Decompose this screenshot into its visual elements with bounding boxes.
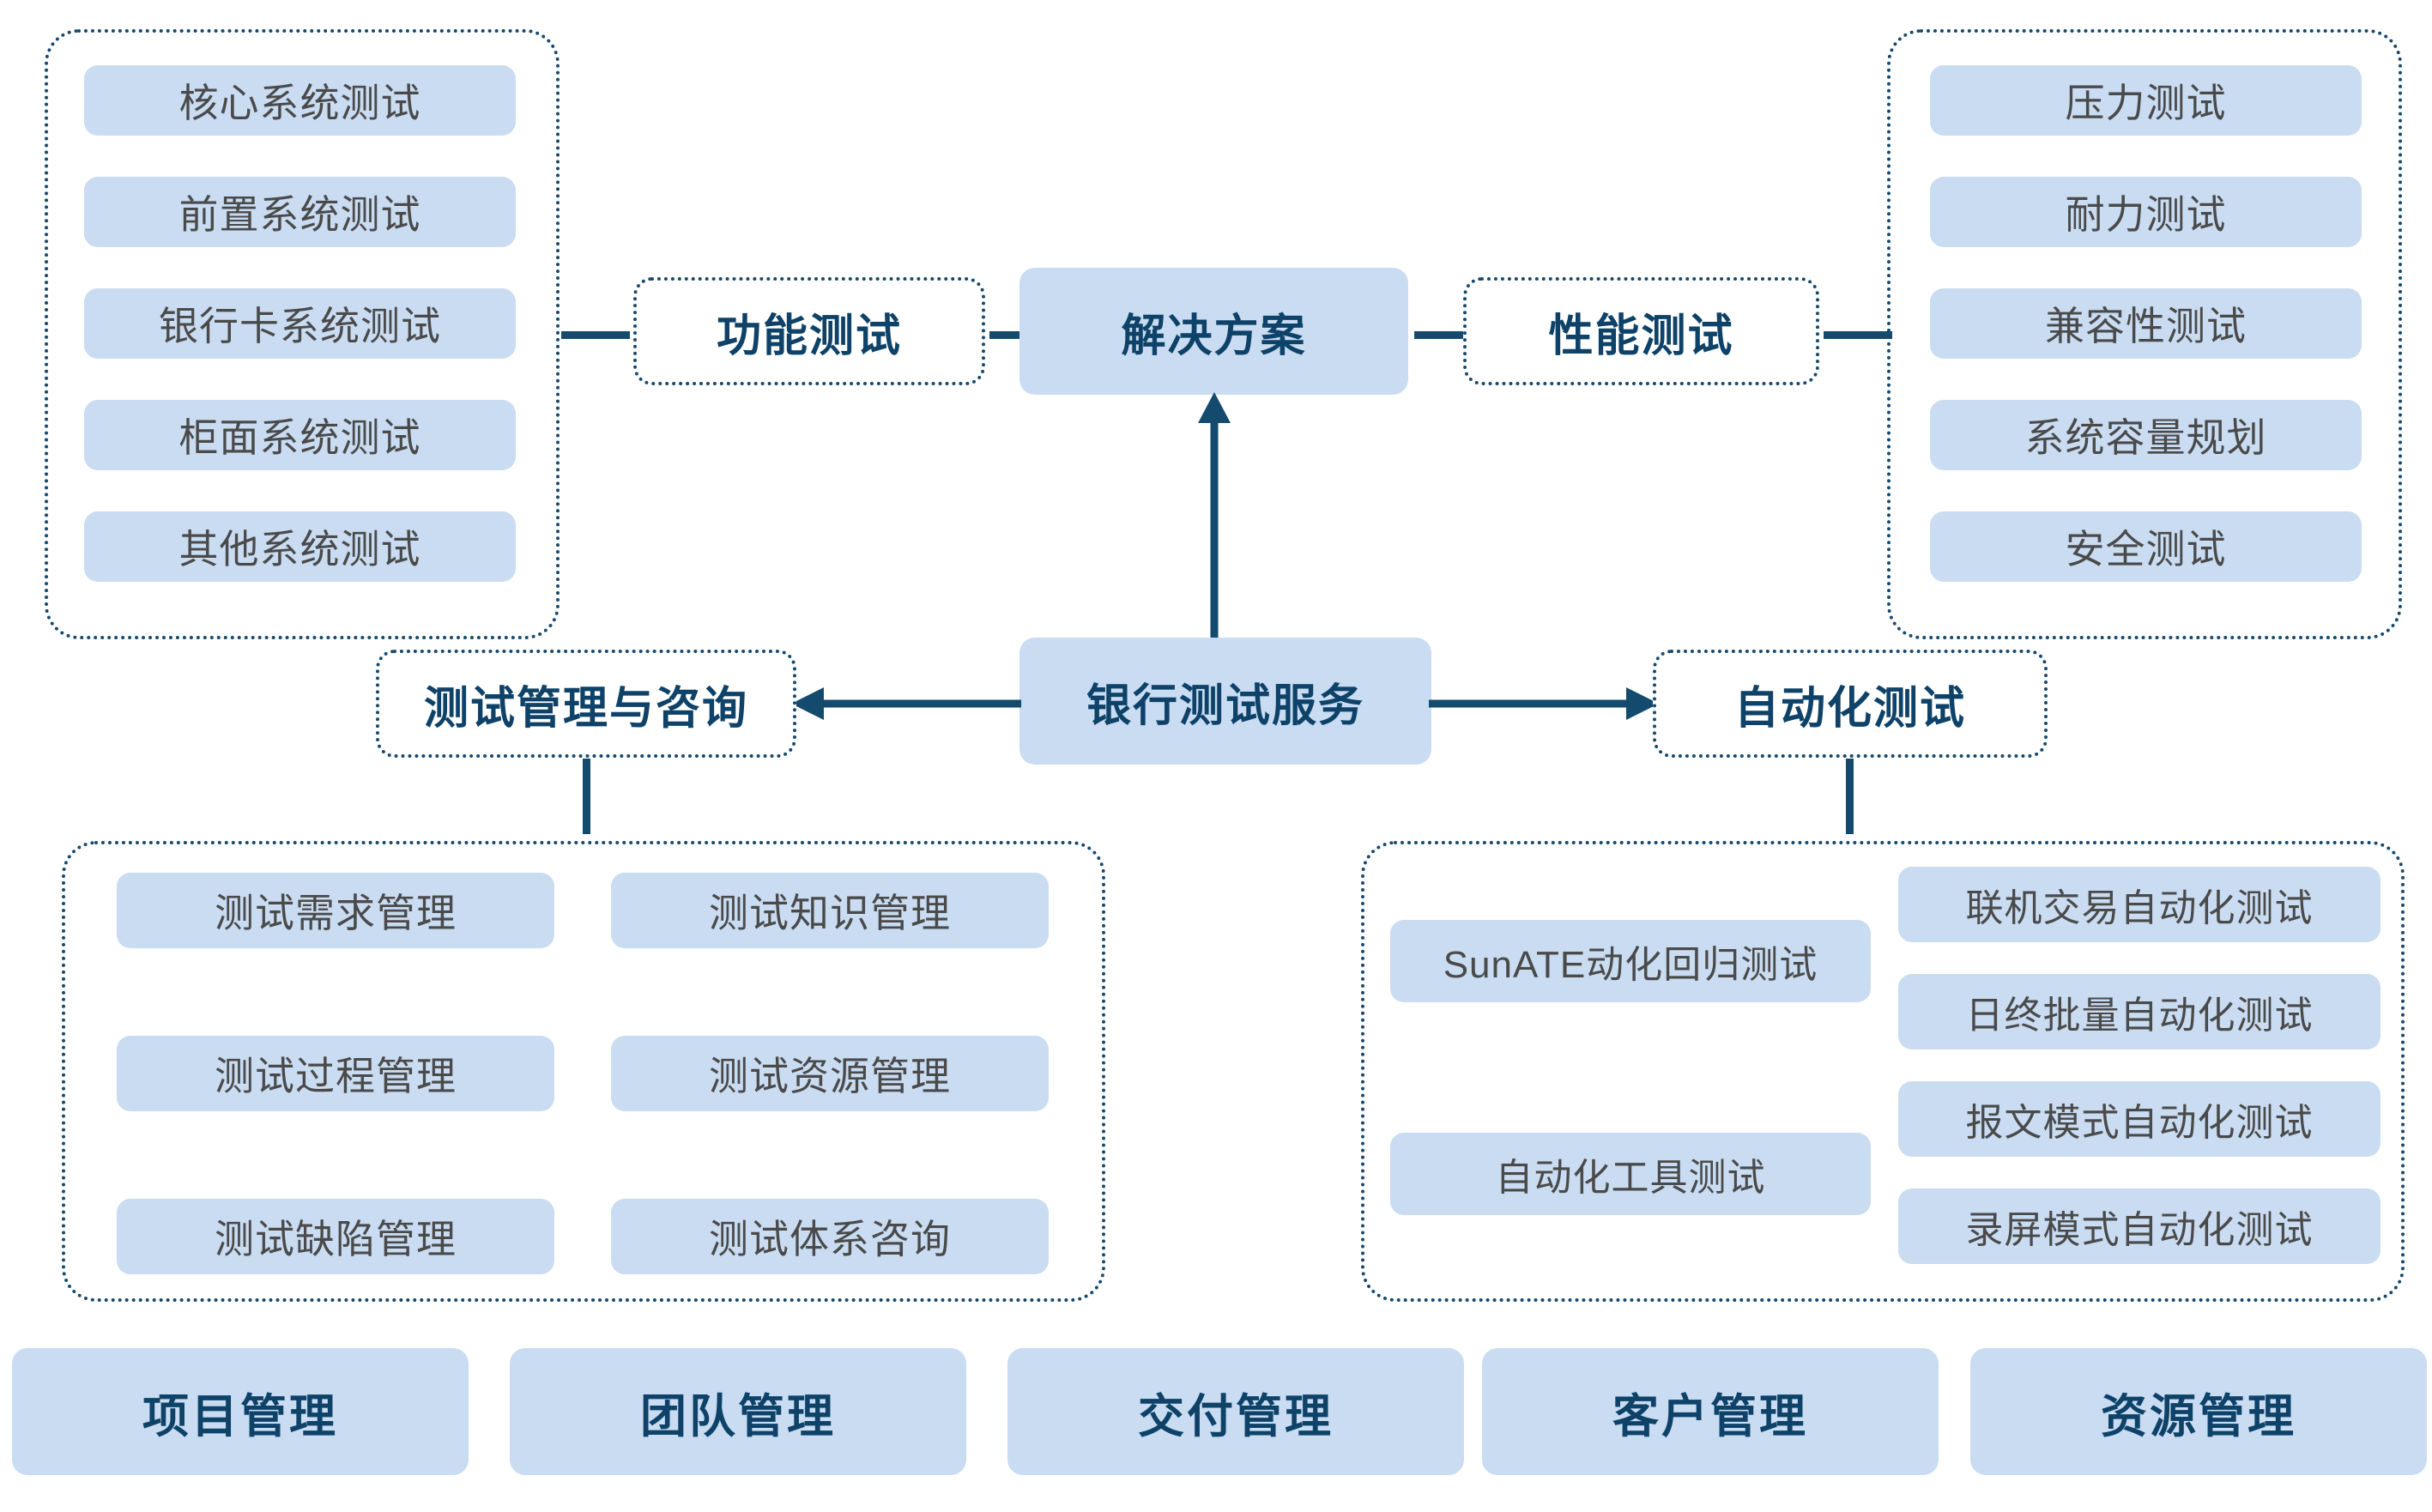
performance-item-0[interactable]: 压力测试: [1930, 65, 2362, 136]
connector-solution-to-performance: [1414, 331, 1483, 339]
root-node[interactable]: 银行测试服务: [1019, 638, 1431, 765]
arrow-root-to-automation: [1429, 682, 1661, 725]
automation-right-item-1[interactable]: 日终批量自动化测试: [1898, 974, 2381, 1049]
functional-item-3[interactable]: 柜面系统测试: [84, 400, 516, 470]
connector-functional-group-to-label: [561, 331, 630, 339]
automation-testing-group: [1361, 841, 2405, 1302]
test-management-group: [62, 841, 1105, 1302]
automation-right-item-0[interactable]: 联机交易自动化测试: [1898, 867, 2381, 942]
management-right-item-1[interactable]: 测试资源管理: [611, 1036, 1049, 1111]
connector-performance-to-group: [1824, 331, 1892, 339]
management-left-item-0[interactable]: 测试需求管理: [117, 873, 554, 948]
solution-node[interactable]: 解决方案: [1019, 268, 1408, 395]
functional-item-0[interactable]: 核心系统测试: [84, 65, 516, 136]
footer-card-customer-management[interactable]: 客户管理: [1482, 1348, 1939, 1475]
connector-management-to-group: [583, 759, 590, 834]
footer-card-resource-management[interactable]: 资源管理: [1970, 1348, 2427, 1475]
performance-item-1[interactable]: 耐力测试: [1930, 177, 2362, 247]
management-left-item-1[interactable]: 测试过程管理: [117, 1036, 554, 1111]
automation-left-item-0[interactable]: SunATE动化回归测试: [1390, 920, 1871, 1002]
arrow-root-to-management: [789, 682, 1021, 725]
footer-card-delivery-management[interactable]: 交付管理: [1007, 1348, 1464, 1475]
management-right-item-0[interactable]: 测试知识管理: [611, 873, 1049, 948]
performance-testing-label[interactable]: 性能测试: [1463, 277, 1819, 385]
footer-card-project-management[interactable]: 项目管理: [12, 1348, 469, 1475]
automation-right-item-3[interactable]: 录屏模式自动化测试: [1898, 1188, 2381, 1264]
automation-right-item-2[interactable]: 报文模式自动化测试: [1898, 1081, 2381, 1157]
functional-item-4[interactable]: 其他系统测试: [84, 511, 516, 582]
performance-item-3[interactable]: 系统容量规划: [1930, 400, 2362, 470]
footer-card-team-management[interactable]: 团队管理: [510, 1348, 966, 1475]
management-left-item-2[interactable]: 测试缺陷管理: [117, 1199, 554, 1274]
connector-automation-to-group: [1846, 759, 1854, 834]
automation-left-item-1[interactable]: 自动化工具测试: [1390, 1133, 1871, 1215]
functional-item-1[interactable]: 前置系统测试: [84, 177, 516, 247]
performance-item-2[interactable]: 兼容性测试: [1930, 288, 2362, 359]
functional-testing-group: [45, 29, 560, 639]
functional-testing-label[interactable]: 功能测试: [633, 277, 985, 385]
test-management-label[interactable]: 测试管理与咨询: [376, 650, 796, 758]
automation-testing-label[interactable]: 自动化测试: [1653, 650, 2048, 758]
management-right-item-2[interactable]: 测试体系咨询: [611, 1199, 1049, 1274]
performance-item-4[interactable]: 安全测试: [1930, 511, 2362, 582]
arrow-root-to-solution: [1193, 390, 1236, 639]
performance-testing-group: [1887, 29, 2402, 639]
functional-item-2[interactable]: 银行卡系统测试: [84, 288, 516, 359]
